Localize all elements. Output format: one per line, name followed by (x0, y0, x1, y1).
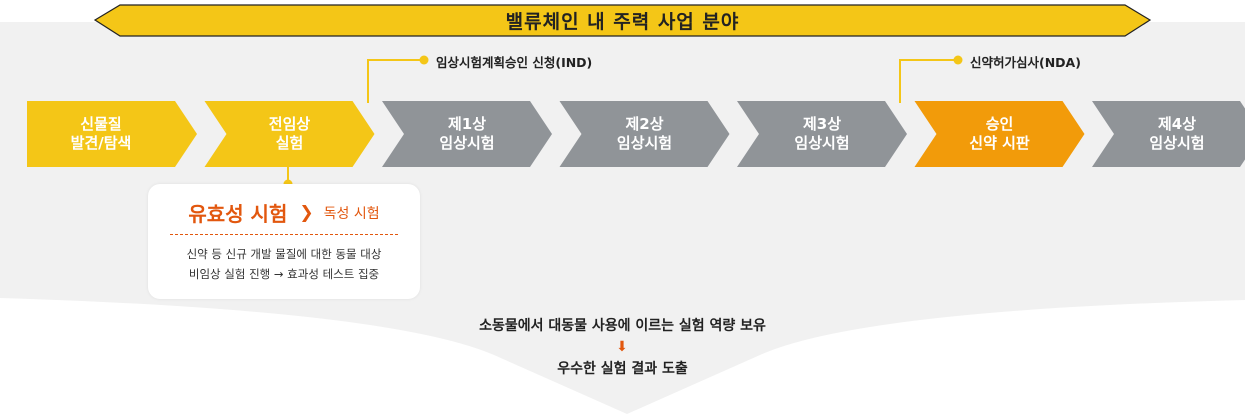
step-chevron-4 (559, 101, 730, 167)
nda-connector-dot (953, 55, 963, 65)
summary-line1: 소동물에서 대동물 사용에 이르는 실험 역량 보유 (479, 318, 766, 334)
step-label-line1: 전임상 (268, 115, 311, 133)
ind-connector (367, 59, 424, 103)
step-label-line1: 신물질 (80, 115, 122, 133)
step-label-line1: 제3상 (802, 115, 842, 133)
step-label-line2: 임상시험 (439, 134, 495, 152)
step-label-line1: 제4상 (1157, 115, 1197, 133)
step-label-line2: 임상시험 (794, 134, 850, 152)
step-label-line2: 발견/탐색 (70, 134, 132, 152)
step-label-line1: 제2상 (625, 115, 664, 133)
toxicity-test-label: 독성 시험 (323, 205, 380, 222)
preclinical-card: 유효성 시험 ❯ 독성 시험 신약 등 신규 개발 물질에 대한 동물 대상 비… (148, 184, 420, 299)
step-chevron-1 (27, 101, 197, 167)
step-chevron-2 (204, 101, 375, 167)
card-divider (170, 234, 398, 235)
title-banner (93, 4, 1152, 37)
efficacy-test-label: 유효성 시험 (188, 202, 288, 226)
banner-title: 밸류체인 내 주력 사업 분야 (505, 10, 740, 33)
step-label-line1: 제1상 (447, 115, 487, 133)
step-label-line2: 임상시험 (1149, 134, 1205, 152)
chevron-right-icon: ❯ (299, 202, 314, 223)
nda-connector (899, 59, 958, 103)
step-chevron-7 (1092, 101, 1245, 167)
card-description: 신약 등 신규 개발 물질에 대한 동물 대상 비임상 실험 진행 → 효과성 … (148, 244, 420, 284)
summary-line2: 우수한 실험 결과 도출 (557, 361, 688, 377)
ind-connector-dot (419, 55, 429, 65)
step-label-line2: 실험 (275, 134, 304, 152)
ind-callout: 임상시험계획승인 신청(IND) (436, 55, 593, 70)
step-label-line1: 승인 (985, 115, 1014, 133)
step-label-line2: 신약 시판 (969, 134, 1030, 152)
card-desc-line1: 신약 등 신규 개발 물질에 대한 동물 대상 (186, 247, 382, 261)
step-chevron-3 (382, 101, 552, 167)
step-chevron-5 (737, 101, 907, 167)
nda-callout: 신약허가심사(NDA) (970, 55, 1081, 70)
arrow-down-icon: ⬇ (616, 339, 628, 355)
step-chevron-6 (914, 101, 1085, 167)
card-desc-line2: 비임상 실험 진행 → 효과성 테스트 집중 (188, 267, 380, 281)
step-label-line2: 임상시험 (616, 134, 673, 152)
